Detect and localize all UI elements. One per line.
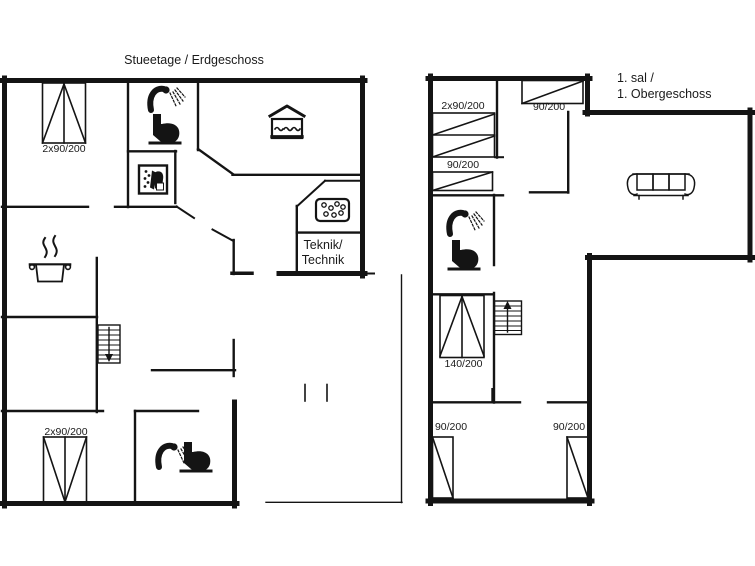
bed-size-label: 90/200 bbox=[434, 420, 468, 433]
upper-floor-title-line1: 1. sal / bbox=[617, 71, 654, 85]
stairs-up-icon bbox=[493, 300, 523, 336]
bed-size-label: 90/200 bbox=[446, 158, 480, 171]
cooking-pot-icon bbox=[28, 234, 72, 283]
bunk-bed-symbol bbox=[431, 112, 496, 159]
upper-floor-title-line2: 1. Obergeschoss bbox=[617, 87, 712, 101]
hob-icon bbox=[314, 197, 351, 223]
toilet-icon bbox=[179, 440, 213, 474]
double-bed-top-left bbox=[41, 82, 87, 145]
washing-machine-icon bbox=[137, 164, 169, 195]
toilet-icon bbox=[447, 238, 481, 272]
shower-icon bbox=[150, 86, 185, 110]
bed-size-label: 140/200 bbox=[444, 358, 483, 370]
ground-floor-outer-walls bbox=[0, 75, 368, 509]
stairs-down-icon bbox=[97, 324, 121, 364]
ground-floor-title: Stueetage / Erdgeschoss bbox=[124, 53, 264, 67]
single-bed-mid-left bbox=[431, 170, 494, 192]
shower-icon bbox=[449, 210, 484, 234]
bed-size-label: 90/200 bbox=[532, 101, 566, 113]
double-bed-bottom-left bbox=[42, 435, 88, 504]
upper-floor-outer-walls bbox=[425, 73, 755, 506]
technik-room-label-line1: Teknik/ bbox=[303, 238, 343, 252]
bed-size-label: 90/200 bbox=[552, 420, 586, 433]
sofa-icon bbox=[626, 173, 696, 200]
wood-stove-icon bbox=[267, 104, 307, 140]
double-bed-middle bbox=[438, 294, 486, 359]
single-bed-top-right bbox=[520, 79, 585, 105]
upper-floor-interior-walls bbox=[428, 76, 591, 404]
bed-size-label: 2x90/200 bbox=[44, 426, 88, 438]
ground-floor-plan bbox=[0, 75, 403, 509]
single-bed-bottom-left bbox=[431, 435, 455, 500]
bed-size-label: 2x90/200 bbox=[441, 99, 485, 112]
technik-room-label-line2: Technik bbox=[301, 253, 345, 267]
terrace-outline bbox=[265, 272, 403, 504]
upper-floor-plan bbox=[425, 73, 755, 506]
ground-floor-interior-walls bbox=[0, 78, 364, 506]
bed-size-label: 2x90/200 bbox=[42, 142, 86, 155]
toilet-icon bbox=[148, 112, 182, 146]
door-opening-ticks bbox=[304, 383, 328, 402]
single-bed-bottom-right bbox=[565, 435, 590, 500]
